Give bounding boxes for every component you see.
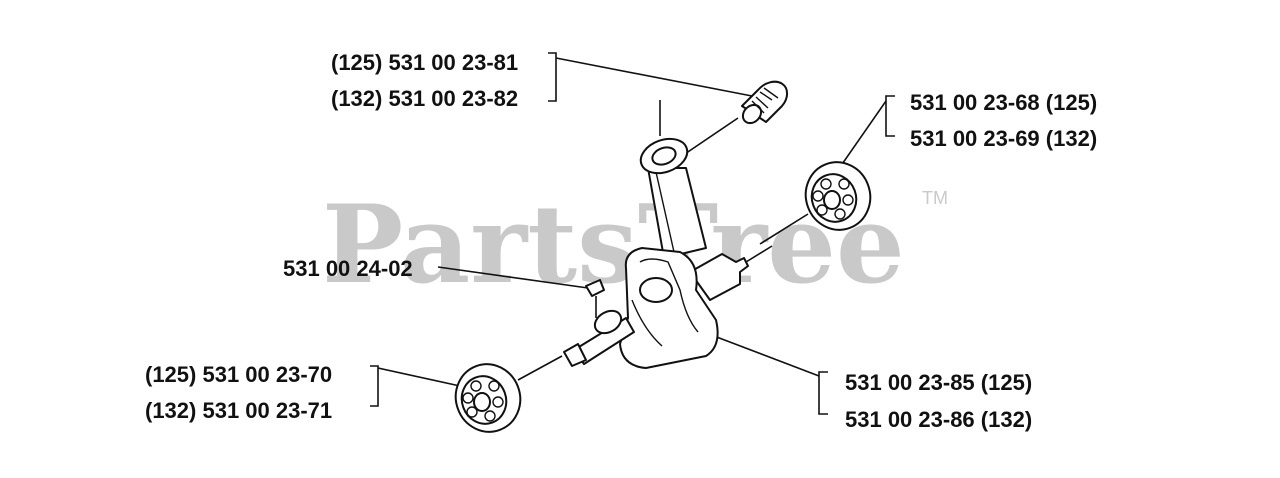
bearing-right-part: [759, 161, 872, 245]
leader-bearing-right: [837, 95, 895, 171]
leader-crankshaft: [713, 335, 828, 415]
key-part: [585, 279, 605, 318]
watermark-trademark: TM: [922, 188, 948, 208]
leader-bearing-left: [370, 365, 461, 407]
label-bearing-left-125: (125) 531 00 23-70: [145, 362, 332, 387]
label-crankshaft-132: 531 00 23-86 (132): [845, 407, 1032, 432]
label-crankshaft-125: 531 00 23-85 (125): [845, 370, 1032, 395]
label-key: 531 00 24-02: [283, 256, 413, 281]
label-bearing-right-132: 531 00 23-69 (132): [910, 126, 1097, 151]
bearing-left-part: [454, 355, 563, 433]
leader-wrist-pin-bearing: [548, 52, 753, 102]
label-wrist-pin-bearing-125: (125) 531 00 23-81: [331, 50, 518, 75]
wrist-pin-bearing-part: [675, 80, 789, 161]
label-bearing-right-125: 531 00 23-68 (125): [910, 90, 1097, 115]
leader-key: [437, 266, 589, 289]
crankshaft-part: [563, 245, 773, 369]
connecting-rod-part: [639, 137, 707, 259]
label-wrist-pin-bearing-132: (132) 531 00 23-82: [331, 86, 518, 111]
label-bearing-left-132: (132) 531 00 23-71: [145, 398, 332, 423]
